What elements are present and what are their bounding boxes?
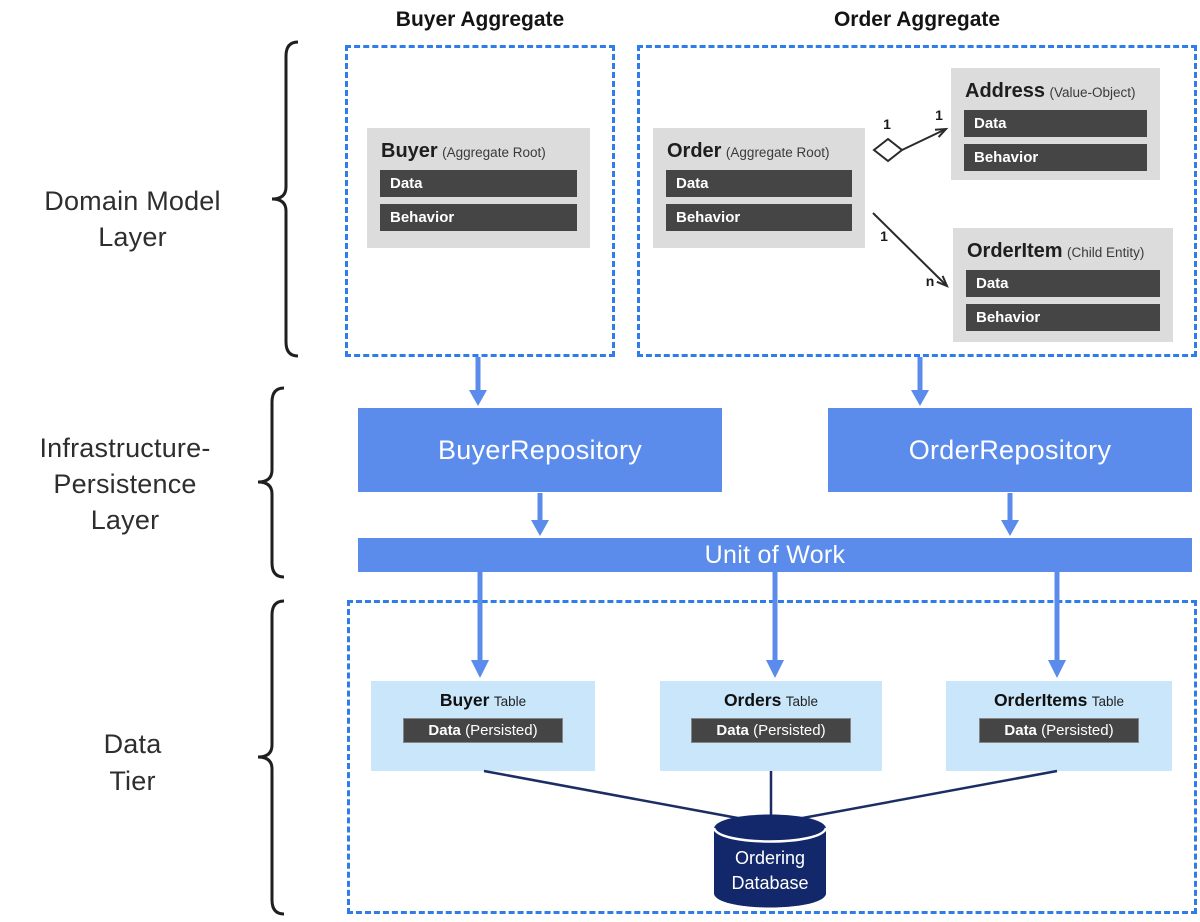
entity-row-behavior: Behavior	[966, 304, 1160, 331]
arrowhead-icon	[911, 390, 929, 406]
buyer-aggregate-box	[345, 45, 615, 357]
table-row-data-persisted: Data (Persisted)	[979, 718, 1139, 743]
multiplicity-order-orderitem-to: n	[925, 273, 935, 289]
entity-title: Order (Aggregate Root)	[667, 140, 851, 163]
entity-stereotype: (Aggregate Root)	[725, 145, 830, 160]
brace-icon-infrastructure-layer	[257, 386, 285, 579]
table-row-data-persisted: Data (Persisted)	[691, 718, 851, 743]
table-card-orderitems: OrderItems Table Data (Persisted)	[946, 681, 1172, 771]
entity-row-behavior: Behavior	[380, 204, 577, 231]
database-label: Ordering Database	[731, 848, 809, 893]
entity-row-data: Data	[964, 110, 1147, 137]
multiplicity-order-address-to: 1	[935, 107, 943, 123]
unit-of-work-bar: Unit of Work	[358, 538, 1192, 572]
table-title: Orders Table	[660, 690, 882, 711]
row-rest: (Persisted)	[753, 722, 826, 739]
entity-name: Buyer	[381, 140, 438, 162]
arrowhead-icon	[1001, 520, 1019, 536]
data-tier-box	[347, 600, 1197, 914]
table-suffix: Table	[1091, 694, 1125, 709]
brace-icon-data-tier	[257, 599, 285, 916]
table-name: Buyer	[439, 690, 490, 710]
table-name: OrderItems	[993, 690, 1088, 710]
entity-row-data: Data	[380, 170, 577, 197]
table-card-buyer: Buyer Table Data (Persisted)	[371, 681, 595, 771]
multiplicity-order-address-from: 1	[883, 116, 891, 132]
layer-label-domain-model: Domain Model Layer	[44, 186, 221, 252]
table-title: Buyer Table	[371, 690, 595, 711]
row-rest: (Persisted)	[465, 722, 538, 739]
buyer-repository-box: BuyerRepository	[358, 408, 722, 492]
layer-label-data-tier: Data Tier	[103, 729, 162, 796]
table-name: Orders	[723, 690, 782, 710]
row-bold: Data	[1004, 722, 1037, 739]
entity-title: Buyer (Aggregate Root)	[381, 140, 576, 163]
entity-stereotype: (Aggregate Root)	[442, 145, 546, 160]
entity-name: Address	[965, 80, 1046, 102]
arrowhead-icon	[469, 390, 487, 406]
order-aggregate-box	[637, 45, 1197, 357]
buyer-aggregate-title: Buyer Aggregate	[395, 8, 565, 31]
entity-title: OrderItem (Child Entity)	[967, 240, 1159, 263]
entity-card-address: Address (Value-Object) Data Behavior	[951, 68, 1160, 180]
entity-title: Address (Value-Object)	[965, 80, 1146, 103]
row-bold: Data	[716, 722, 749, 739]
entity-stereotype: (Child Entity)	[1067, 245, 1145, 260]
order-aggregate-title: Order Aggregate	[833, 8, 1001, 31]
table-card-orders: Orders Table Data (Persisted)	[660, 681, 882, 771]
entity-row-behavior: Behavior	[964, 144, 1147, 171]
row-rest: (Persisted)	[1041, 722, 1114, 739]
table-row-data-persisted: Data (Persisted)	[403, 718, 563, 743]
entity-stereotype: (Value-Object)	[1049, 85, 1136, 100]
entity-card-buyer: Buyer (Aggregate Root) Data Behavior	[367, 128, 590, 248]
order-repository-box: OrderRepository	[828, 408, 1192, 492]
table-suffix: Table	[785, 694, 819, 709]
brace-icon-domain-layer	[271, 40, 299, 358]
entity-name: OrderItem	[967, 240, 1063, 262]
entity-name: Order	[667, 140, 722, 162]
entity-card-orderitem: OrderItem (Child Entity) Data Behavior	[953, 228, 1173, 342]
multiplicity-order-orderitem-from: 1	[880, 228, 888, 244]
table-suffix: Table	[493, 694, 527, 709]
arrowhead-icon	[531, 520, 549, 536]
entity-row-data: Data	[666, 170, 852, 197]
entity-row-behavior: Behavior	[666, 204, 852, 231]
row-bold: Data	[428, 722, 461, 739]
layer-label-infrastructure-persistence: Infrastructure- Persistence Layer	[39, 433, 211, 535]
entity-card-order: Order (Aggregate Root) Data Behavior	[653, 128, 865, 248]
entity-row-data: Data	[966, 270, 1160, 297]
table-title: OrderItems Table	[946, 690, 1172, 711]
